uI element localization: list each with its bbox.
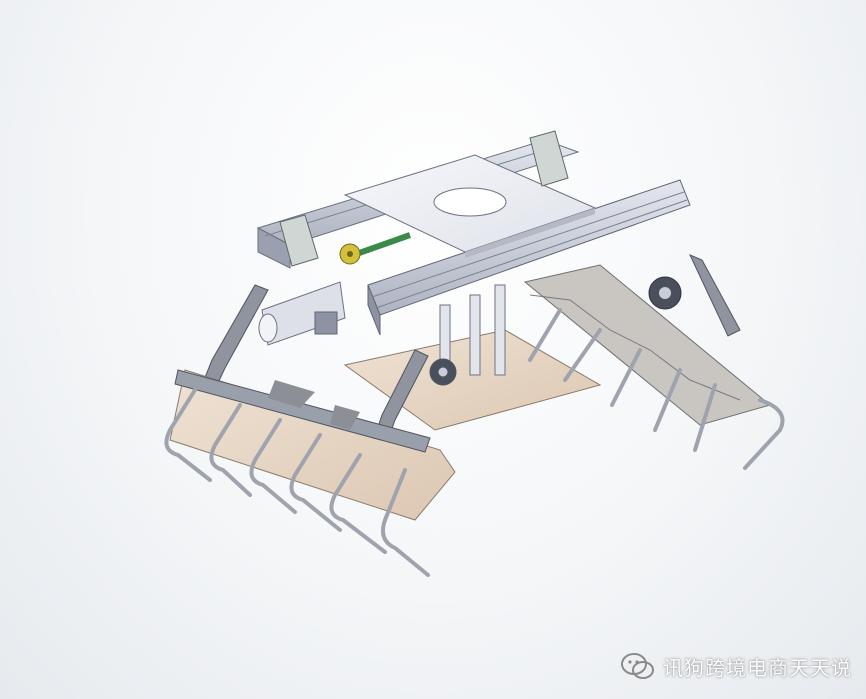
drive-gear bbox=[339, 232, 412, 265]
right-finger-plate bbox=[523, 264, 772, 426]
mounting-plate bbox=[343, 154, 597, 258]
actuator-cylinder bbox=[258, 281, 346, 346]
wechat-icon bbox=[621, 652, 654, 679]
end-brackets bbox=[279, 130, 569, 267]
watermark: 讯狗跨境电商天天说 bbox=[621, 652, 852, 681]
right-arm bbox=[648, 254, 741, 337]
right-tines bbox=[528, 308, 785, 470]
base-board bbox=[343, 329, 602, 431]
left-tines bbox=[164, 388, 430, 577]
watermark-text: 讯狗跨境电商天天说 bbox=[663, 658, 852, 680]
